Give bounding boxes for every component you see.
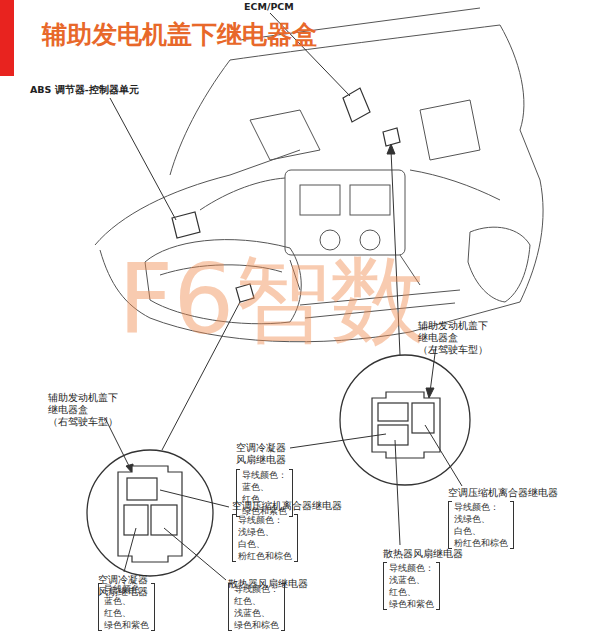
wire-colors: 导线颜色：浅蓝色、 红色、绿色和紫色 — [383, 562, 440, 610]
page-title: 辅助发电机盖下继电器盒 — [42, 20, 317, 50]
part-name: ECM/PCM — [244, 1, 294, 13]
watermark: F6智数 — [118, 250, 426, 350]
relay-leaders — [124, 425, 462, 580]
leader-lines — [105, 13, 436, 474]
part-name: ABS 调节器-控制器单元 — [30, 84, 139, 96]
relay-name: 空调冷凝器 风扇继电器 — [236, 442, 286, 466]
box-heading: 辅助发动机盖下 继电器盒（右驾驶车型） — [48, 392, 118, 428]
relay-connectors — [118, 392, 440, 562]
relay-name: 空调压缩机离合器继电器 — [232, 500, 342, 512]
wire-colors: 导线颜色：红色、 浅蓝色、绿色和棕色 — [228, 583, 285, 631]
relay-name: 散热器风扇继电器 — [383, 548, 463, 560]
wire-colors: 导线颜色：浅绿色、 白色、粉红色和棕色 — [232, 514, 298, 562]
title-bar — [0, 0, 14, 76]
wire-colors: 导线颜色：浅绿色、 白色、粉红色和棕色 — [448, 501, 514, 549]
relay-name: 空调压缩机离合器继电器 — [448, 487, 558, 499]
detail-circles — [87, 355, 470, 576]
wire-colors: 导线颜色：蓝色、 红色、绿色和紫色 — [98, 583, 155, 631]
box-heading: 辅助发动机盖下 继电器盒（左驾驶车型） — [418, 320, 488, 356]
